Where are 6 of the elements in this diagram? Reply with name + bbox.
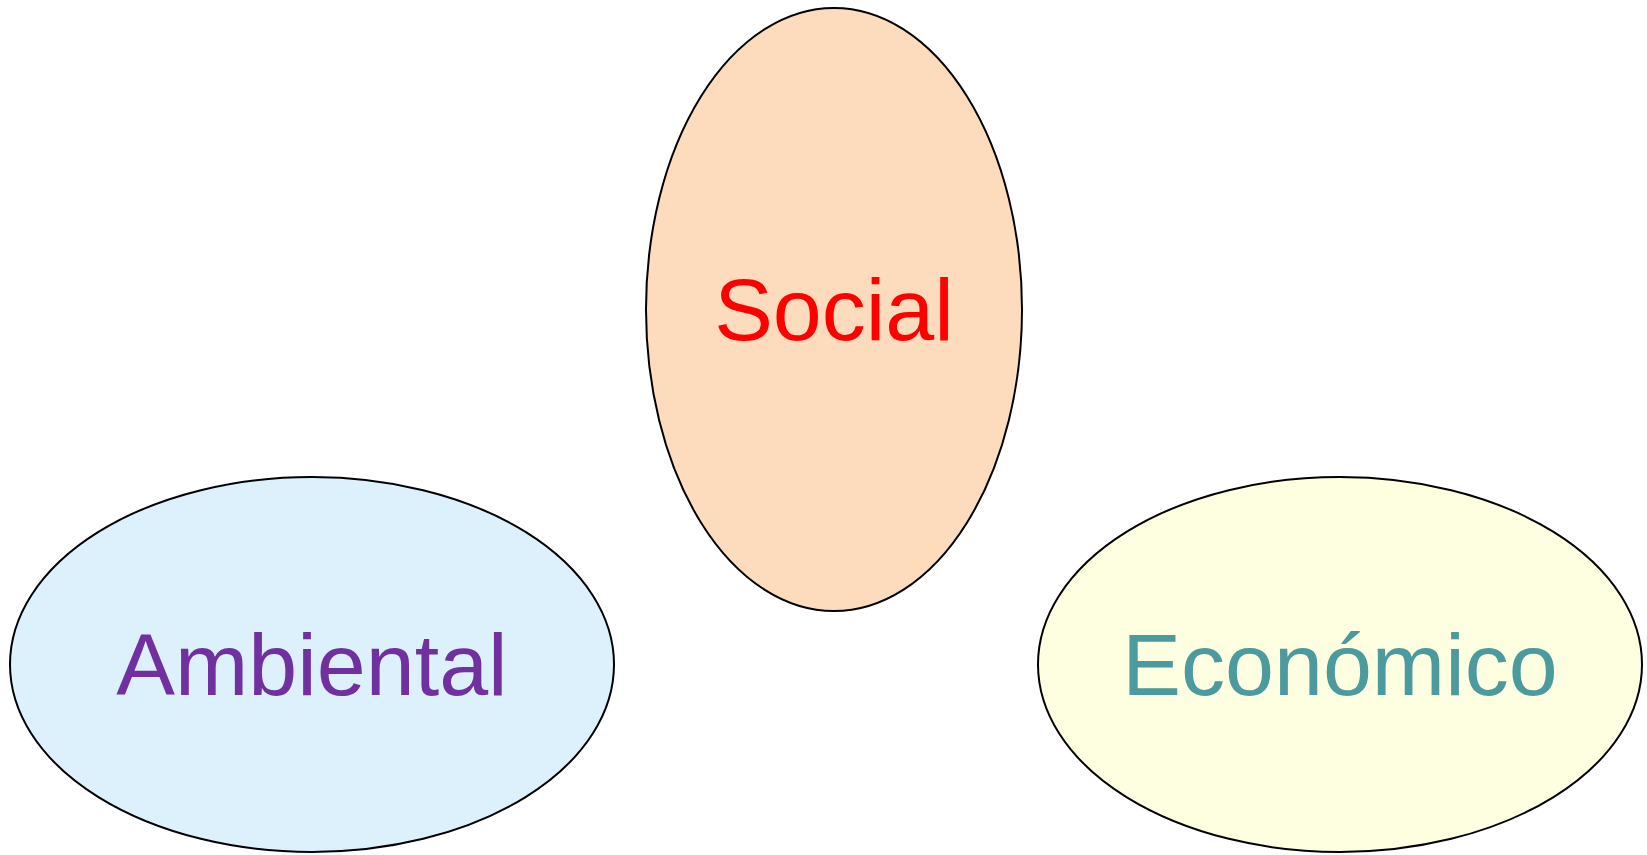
- ellipse-node: [9, 476, 615, 853]
- ellipse-node: [1037, 476, 1643, 853]
- node-label: Económico: [1122, 620, 1558, 709]
- node-label: Social: [714, 265, 954, 354]
- ellipse-node: [645, 7, 1023, 612]
- node-label: Ambiental: [116, 620, 508, 709]
